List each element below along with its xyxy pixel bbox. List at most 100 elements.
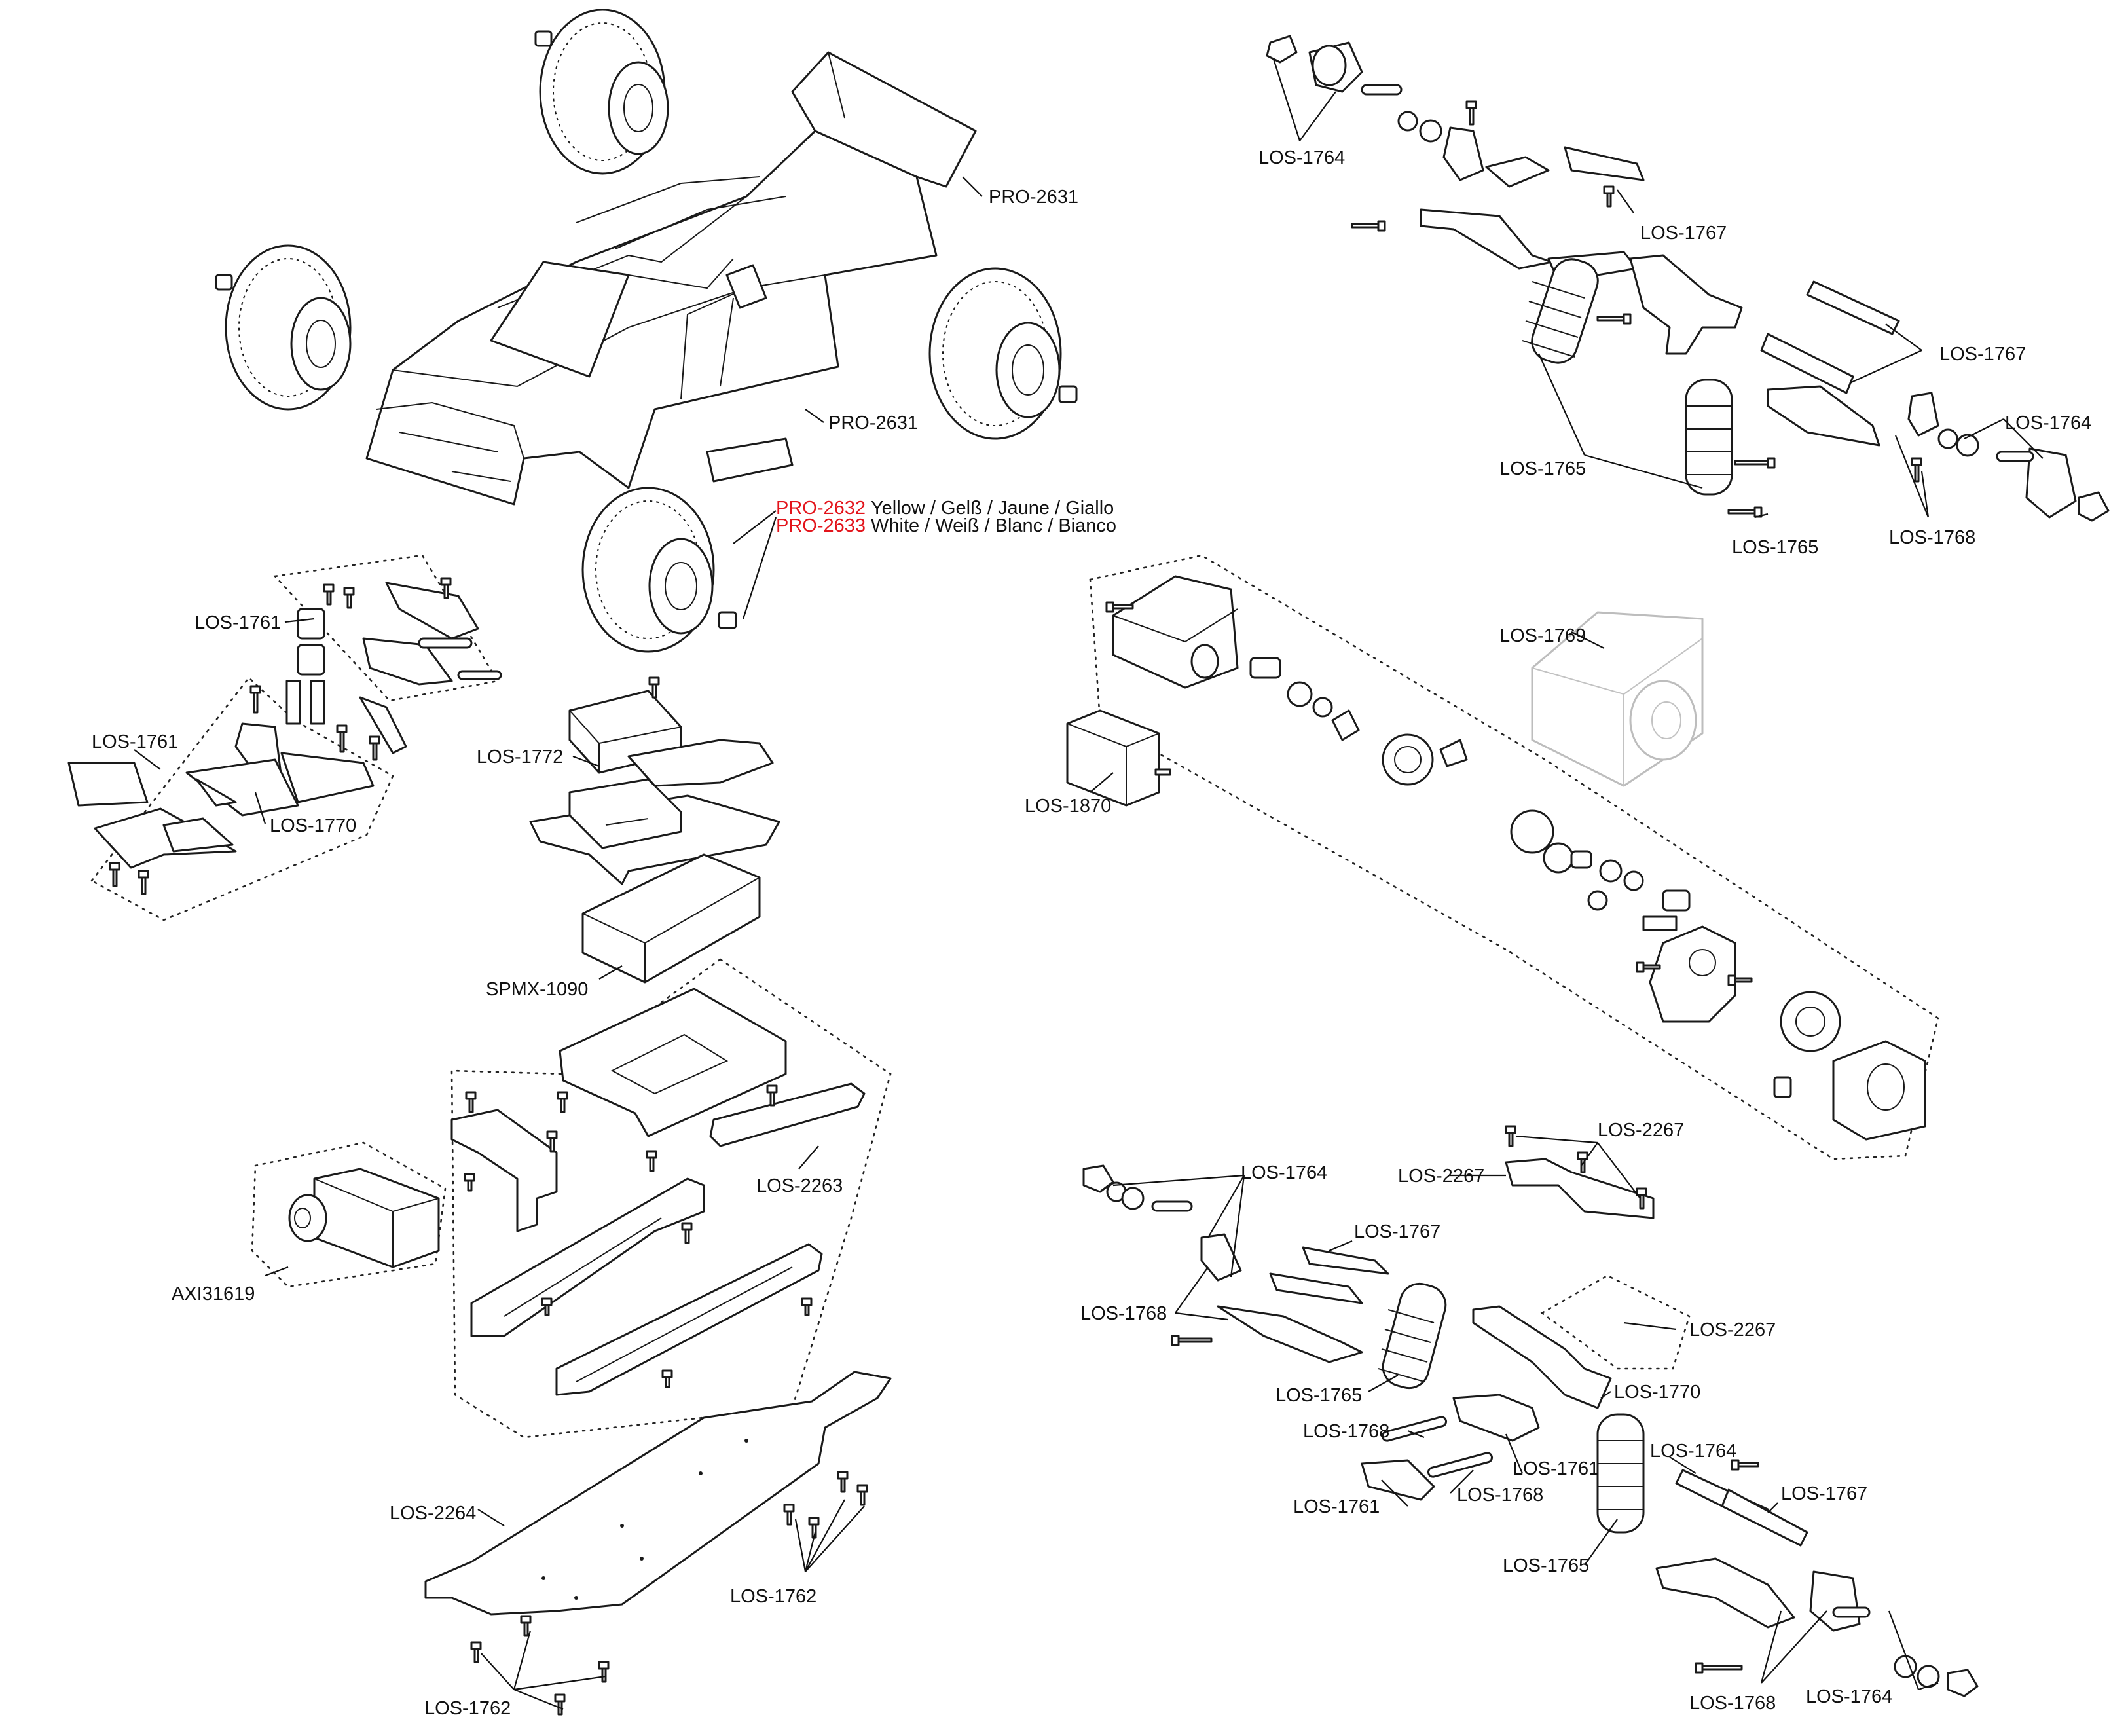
wheel-nut-icon xyxy=(215,274,233,291)
label-spmx-1090: SPMX-1090 xyxy=(486,979,588,1000)
screw-icon xyxy=(1734,457,1776,469)
wheels xyxy=(215,9,1078,653)
label-los-1870: LOS-1870 xyxy=(1025,796,1111,817)
wheel-nut-icon xyxy=(718,611,737,629)
screw-icon xyxy=(520,1615,532,1637)
screw-icon xyxy=(1171,1335,1213,1346)
label-los-2264: LOS-2264 xyxy=(390,1503,476,1524)
label-pro-2632: PRO-2632 xyxy=(776,498,866,519)
screw-icon xyxy=(598,1661,610,1683)
wheel-front-left xyxy=(539,9,669,175)
label-los-1765-c: LOS-1765 xyxy=(1275,1385,1362,1406)
label-los-1764-a: LOS-1764 xyxy=(1258,147,1345,168)
screw-icon xyxy=(470,1641,482,1663)
screw-icon xyxy=(557,1091,568,1113)
label-pro-2633: PRO-2633 xyxy=(776,515,866,536)
wheel-nut-icon xyxy=(534,30,553,47)
label-pro-2631-a: PRO-2631 xyxy=(989,187,1078,208)
label-los-1764-b: LOS-1764 xyxy=(2005,413,2091,434)
label-los-1764-c: LOS-1764 xyxy=(1241,1162,1327,1183)
screw-icon xyxy=(1695,1662,1743,1674)
screw-icon xyxy=(1731,1459,1759,1471)
label-pro-2632-desc: Yellow / Gelß / Jaune / Giallo xyxy=(871,498,1114,519)
screw-icon xyxy=(1911,457,1922,483)
screw-icon xyxy=(1465,100,1477,126)
label-pro-2633-desc: White / Weiß / Blanc / Bianco xyxy=(871,515,1116,536)
screw-icon xyxy=(1603,185,1615,208)
label-los-2263: LOS-2263 xyxy=(756,1175,843,1196)
label-los-1761-b: LOS-1761 xyxy=(92,731,178,752)
label-los-1765-d: LOS-1765 xyxy=(1503,1555,1589,1576)
screw-icon xyxy=(336,724,348,753)
screw-icon xyxy=(1105,601,1134,613)
label-los-2267-c: LOS-2267 xyxy=(1689,1320,1776,1340)
front-bulkhead-parts xyxy=(67,582,502,869)
label-los-2267-a: LOS-2267 xyxy=(1598,1120,1684,1141)
screw-icon xyxy=(138,870,149,895)
wheel-rear-left xyxy=(225,244,352,411)
chassis-brace-parts xyxy=(450,988,866,1396)
label-los-1764-d: LOS-1764 xyxy=(1650,1441,1736,1462)
label-pro-2631-b: PRO-2631 xyxy=(828,413,918,434)
screw-icon xyxy=(109,862,120,887)
screw-icon xyxy=(440,577,452,599)
screw-icon xyxy=(1351,220,1386,232)
screw-icon xyxy=(646,1150,657,1172)
battery xyxy=(581,853,761,984)
screw-icon xyxy=(343,587,355,609)
transmission-ghost xyxy=(1531,611,1704,787)
label-los-1770: LOS-1770 xyxy=(270,815,356,836)
label-los-1767-b: LOS-1767 xyxy=(1939,344,2026,365)
label-los-1761-a: LOS-1761 xyxy=(194,612,281,633)
label-los-1768-d: LOS-1768 xyxy=(1457,1485,1543,1505)
label-los-1767-a: LOS-1767 xyxy=(1640,223,1727,244)
screw-icon xyxy=(766,1084,778,1107)
label-los-1761-c: LOS-1761 xyxy=(1513,1458,1599,1479)
servo xyxy=(288,1168,440,1268)
screws xyxy=(109,100,1922,1716)
screw-icon xyxy=(1727,974,1753,986)
label-los-1770-b: LOS-1770 xyxy=(1614,1382,1700,1403)
screw-icon xyxy=(648,676,660,699)
label-los-1772: LOS-1772 xyxy=(477,747,563,767)
label-los-1762-b: LOS-1762 xyxy=(424,1698,511,1719)
screw-icon xyxy=(1636,1187,1647,1210)
label-los-1762-a: LOS-1762 xyxy=(730,1586,816,1607)
screw-icon xyxy=(1636,961,1661,973)
screw-icon xyxy=(801,1297,813,1316)
wheel-rear-right xyxy=(581,487,715,653)
screw-icon xyxy=(323,583,335,606)
screw-icon xyxy=(681,1222,693,1244)
chassis-plate xyxy=(424,1371,892,1616)
label-los-1768-b: LOS-1768 xyxy=(1080,1303,1167,1324)
leader-lines xyxy=(134,58,2044,1710)
label-los-1761-d: LOS-1761 xyxy=(1293,1496,1380,1517)
transmission-parts xyxy=(1112,575,1926,1141)
label-los-1767-c: LOS-1767 xyxy=(1354,1221,1440,1242)
label-los-2267-b: LOS-2267 xyxy=(1398,1166,1484,1187)
front-suspension-parts xyxy=(1266,35,2110,522)
label-los-1764-e: LOS-1764 xyxy=(1806,1686,1892,1707)
screw-icon xyxy=(554,1693,566,1716)
label-los-1768-a: LOS-1768 xyxy=(1889,527,1975,548)
screw-icon xyxy=(856,1484,868,1506)
screw-icon xyxy=(369,735,380,761)
screw-icon xyxy=(1596,313,1632,325)
label-los-1765-b: LOS-1765 xyxy=(1732,537,1818,558)
screw-icon xyxy=(465,1091,477,1113)
group-outlines xyxy=(90,554,1939,1439)
screw-icon xyxy=(1577,1151,1588,1173)
label-los-1768-c: LOS-1768 xyxy=(1303,1421,1389,1442)
screw-icon xyxy=(546,1130,558,1153)
receiver-box-parts xyxy=(529,690,780,885)
label-axi31619: AXI31619 xyxy=(172,1284,255,1304)
screw-icon xyxy=(464,1173,475,1192)
label-los-1769: LOS-1769 xyxy=(1499,625,1586,646)
screw-icon xyxy=(1727,506,1763,518)
screw-icon xyxy=(661,1369,673,1388)
screw-icon xyxy=(808,1517,820,1539)
screw-icon xyxy=(249,685,261,714)
label-los-1765-a: LOS-1765 xyxy=(1499,458,1586,479)
screw-icon xyxy=(541,1297,553,1316)
